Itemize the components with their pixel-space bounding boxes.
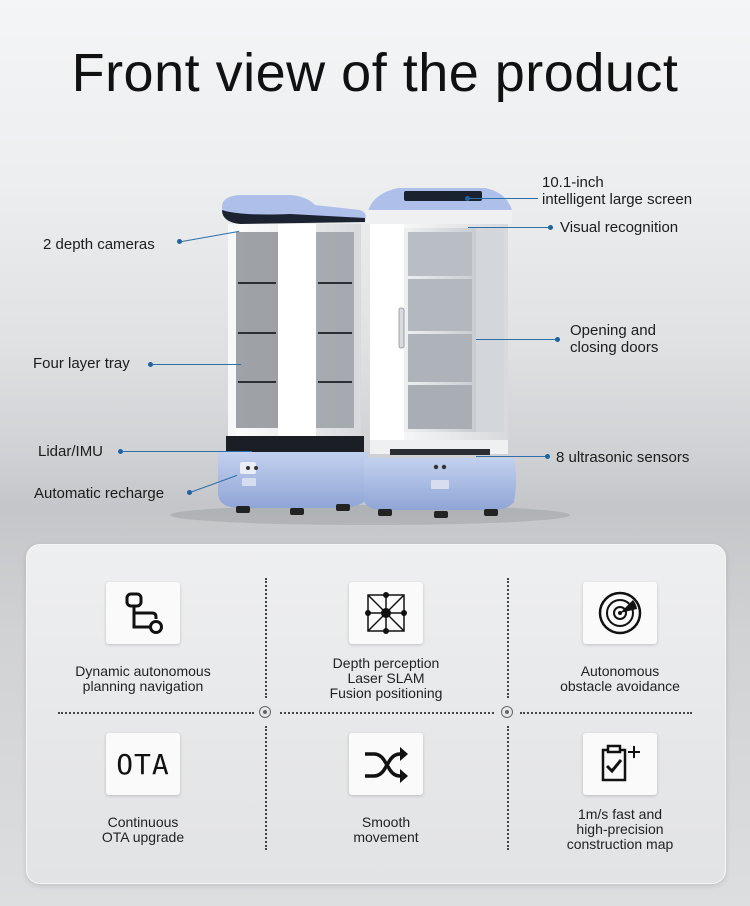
feature-map-line3: construction map — [566, 836, 674, 852]
callout-lidar: Lidar/IMU — [38, 443, 104, 460]
divider-v1-top — [265, 578, 267, 698]
laser-slam-grid-icon — [349, 582, 423, 644]
feature-slam-line2: Laser SLAM — [347, 670, 425, 686]
callout-tray: Four layer tray — [33, 355, 130, 372]
feature-slam-line3: Fusion positioning — [329, 685, 443, 701]
callout-doors-line — [476, 339, 558, 340]
divider-h2 — [280, 712, 494, 714]
page-title: Front view of the product — [71, 43, 679, 103]
feature-slam: Depth perception Laser SLAM Fusion posit… — [276, 582, 496, 701]
feature-movement-text: Smooth movement — [276, 815, 496, 845]
callout-lidar-line — [120, 451, 252, 452]
callout-depth-cameras-dot — [177, 239, 182, 244]
callout-doors: Opening and closing doors — [570, 322, 658, 356]
feature-ota-line2: OTA upgrade — [101, 829, 185, 845]
divider-node-1 — [259, 706, 271, 718]
ota-icon: OTA — [106, 733, 180, 795]
ota-icon-text: OTA — [116, 747, 170, 781]
feature-map: 1m/s fast and high-precision constructio… — [510, 733, 730, 852]
feature-obstacle-line2: obstacle avoidance — [560, 678, 680, 694]
callout-ultrasonic-dot — [545, 454, 550, 459]
feature-ota-line1: Continuous — [107, 814, 179, 830]
feature-slam-line1: Depth perception — [332, 655, 440, 671]
feature-obstacle: Autonomous obstacle avoidance — [510, 582, 730, 694]
feature-map-text: 1m/s fast and high-precision constructio… — [510, 807, 730, 852]
callout-doors-line2: closing doors — [570, 339, 659, 356]
feature-planning-line1: Dynamic autonomous — [75, 663, 211, 679]
callout-lidar-dot — [118, 449, 123, 454]
callout-tray-line — [151, 364, 241, 365]
callout-visual-dot — [548, 225, 553, 230]
callout-tray-dot — [148, 362, 153, 367]
feature-planning: Dynamic autonomous planning navigation — [33, 582, 253, 694]
feature-map-line2: high-precision — [576, 821, 664, 837]
feature-movement-line2: movement — [353, 829, 419, 845]
feature-ota-text: Continuous OTA upgrade — [33, 815, 253, 845]
planning-route-icon — [106, 582, 180, 644]
divider-v2-bottom — [507, 726, 509, 850]
feature-ota: OTA Continuous OTA upgrade — [33, 733, 253, 845]
callout-screen-line — [468, 198, 538, 199]
divider-v1-bottom — [265, 726, 267, 850]
right-robot — [364, 188, 516, 518]
robot-illustration — [170, 188, 570, 525]
callout-screen: 10.1-inch intelligent large screen — [542, 174, 692, 208]
callout-screen-line2: intelligent large screen — [542, 191, 693, 208]
callout-ultrasonic-line — [476, 456, 548, 457]
callout-visual-recognition: Visual recognition — [560, 219, 679, 236]
callout-screen-line1: 10.1-inch — [542, 174, 604, 191]
left-robot — [218, 195, 370, 515]
shuffle-icon — [349, 733, 423, 795]
callout-depth-cameras: 2 depth cameras — [43, 236, 155, 253]
callout-recharge: Automatic recharge — [34, 485, 165, 502]
callout-visual-line — [468, 227, 552, 228]
feature-obstacle-line1: Autonomous — [580, 663, 660, 679]
feature-movement-line1: Smooth — [361, 814, 411, 830]
clipboard-check-icon — [583, 733, 657, 795]
feature-planning-text: Dynamic autonomous planning navigation — [33, 664, 253, 694]
feature-obstacle-text: Autonomous obstacle avoidance — [510, 664, 730, 694]
callout-doors-line1: Opening and — [570, 322, 656, 339]
feature-planning-line2: planning navigation — [82, 678, 204, 694]
callout-ultrasonic: 8 ultrasonic sensors — [556, 449, 690, 466]
divider-node-2 — [501, 706, 513, 718]
radar-icon — [583, 582, 657, 644]
feature-movement: Smooth movement — [276, 733, 496, 845]
divider-h3 — [520, 712, 692, 714]
callout-screen-dot — [465, 196, 470, 201]
divider-h1 — [58, 712, 254, 714]
feature-slam-text: Depth perception Laser SLAM Fusion posit… — [276, 656, 496, 701]
callout-doors-dot — [555, 337, 560, 342]
feature-map-line1: 1m/s fast and — [577, 806, 663, 822]
divider-v2-top — [507, 578, 509, 698]
callout-recharge-dot — [187, 490, 192, 495]
